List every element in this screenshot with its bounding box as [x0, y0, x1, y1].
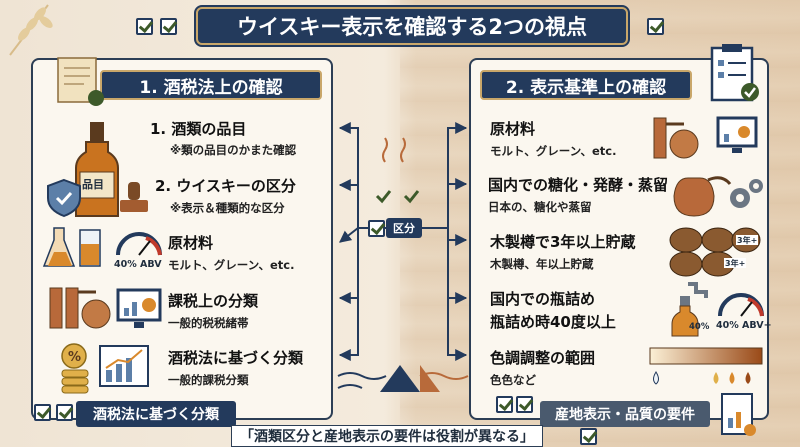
- abv-plus-label: 40% ABV+: [716, 320, 772, 331]
- left-item-sub: 一般的税税緒帯: [168, 316, 249, 330]
- barrel-label: 3年+: [737, 236, 758, 245]
- left-item-sub: ※表示＆種類的な区分: [170, 201, 285, 215]
- left-item-title: 2. ウイスキーの区分: [155, 177, 296, 195]
- right-item-title: 国内での糖化・発酵・蒸留: [488, 176, 669, 194]
- shield-icon: [47, 178, 81, 218]
- checkbox-icon: [368, 220, 385, 237]
- center-label: 区分: [386, 218, 422, 238]
- abv-label: 40% ABV: [114, 259, 162, 270]
- still-icon: [49, 287, 111, 329]
- right-item-title: 国内での瓶詰め: [490, 290, 596, 308]
- right-banner: 産地表示・品質の要件: [540, 401, 710, 427]
- bottle-percent: 40%: [689, 322, 710, 332]
- wheat-icon: [9, 4, 53, 56]
- left-item-title: 1. 酒類の品目: [150, 120, 247, 138]
- document-chart-icon: [721, 393, 756, 436]
- right-item-sub: モルト、グレーン、etc.: [490, 144, 617, 158]
- footer-caption: 「酒類区分と産地表示の要件は役割が異なる」: [231, 425, 543, 447]
- copper-pot-gears-icon: [673, 176, 763, 217]
- whiskey-bottle-icon: [75, 122, 119, 217]
- right-item-title: 瓶詰め時40度以上: [490, 313, 616, 331]
- right-item-sub: 木製樽、年以上貯蔵: [490, 257, 594, 271]
- gauge-icon: [718, 293, 764, 317]
- right-item-sub: 日本の、糖化や蒸留: [488, 200, 592, 214]
- left-item-title: 原材料: [168, 234, 214, 252]
- scroll-icon: [57, 57, 104, 106]
- page-title: ウイスキー表示を確認する2つの視点: [196, 7, 628, 45]
- checkbox-icon: [34, 404, 51, 421]
- monitor-chart-icon: [716, 116, 758, 153]
- checkbox-icon: [580, 428, 597, 445]
- left-item-sub: ※類の品目のかまた確認: [170, 143, 297, 157]
- coins-chart-icon: %: [61, 343, 149, 394]
- beaker-icon: [42, 227, 101, 267]
- right-item-title: 色調調整の範囲: [490, 349, 596, 367]
- clipboard-icon: [710, 44, 759, 102]
- stamp-icon: [120, 182, 148, 212]
- left-banner: 酒税法に基づく分類: [76, 401, 236, 427]
- left-item-title: 酒税法に基づく分類: [168, 349, 304, 367]
- right-item-title: 原材料: [490, 120, 536, 138]
- gauge-icon: [116, 232, 162, 256]
- right-item-sub: 色色など: [490, 373, 536, 387]
- svg-text:%: %: [68, 350, 81, 365]
- left-item-title: 課税上の分類: [168, 292, 259, 310]
- right-item-title: 木製樽で3年以上貯蔵: [490, 233, 636, 251]
- checkbox-icon: [496, 396, 513, 413]
- left-panel-header: 1. 酒税法上の確認: [100, 70, 322, 100]
- checkbox-icon: [136, 18, 153, 35]
- monitor-chart-icon: [116, 288, 162, 328]
- checkbox-icon: [160, 18, 177, 35]
- color-gradient-icon: [649, 347, 763, 385]
- still-icon: [653, 117, 699, 159]
- checkbox-icon: [56, 404, 73, 421]
- checkbox-icon: [516, 396, 533, 413]
- right-panel-header: 2. 表示基準上の確認: [480, 70, 692, 100]
- left-item-sub: モルト、グレーン、etc.: [168, 258, 295, 272]
- bottle-label: 品目: [82, 178, 104, 191]
- bottle-fill-icon: [671, 282, 708, 337]
- left-item-sub: 一般的課税分類: [168, 373, 249, 387]
- checkbox-icon: [647, 18, 664, 35]
- barrels-icon: [669, 227, 761, 277]
- barrel-label: 3年+: [725, 259, 746, 268]
